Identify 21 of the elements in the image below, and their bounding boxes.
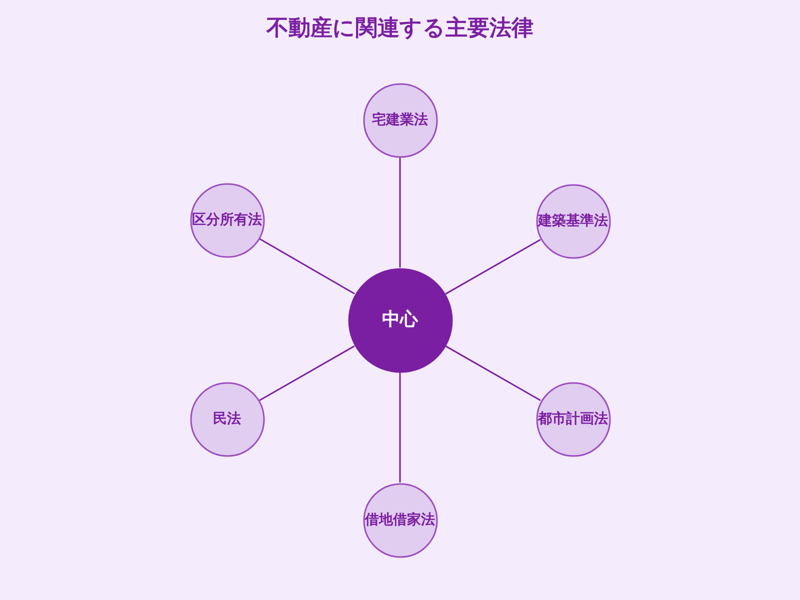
connector-line <box>399 372 401 482</box>
circle-node <box>190 182 264 258</box>
node-label: 区分所有法 <box>192 212 262 228</box>
connector-line <box>259 345 355 402</box>
node-label: 借地借家法 <box>365 512 435 528</box>
circle-node <box>362 482 438 558</box>
circle-node <box>536 184 610 258</box>
connector-line <box>445 238 541 295</box>
circle-node <box>536 382 610 456</box>
node-label: 中心 <box>382 309 418 331</box>
node-label: 建築基準法 <box>538 212 608 230</box>
connector-line <box>445 345 541 402</box>
connector-line <box>259 238 355 294</box>
hub-circle <box>348 268 452 372</box>
connector-line <box>399 158 401 268</box>
node-label: 民法 <box>213 410 241 428</box>
circle-node <box>362 82 438 158</box>
node-label: 宅建業法 <box>372 112 428 128</box>
circle-node <box>190 382 264 456</box>
diagram-title: 不動産に関連する主要法律 <box>266 16 534 41</box>
node-label: 都市計画法 <box>538 410 608 428</box>
